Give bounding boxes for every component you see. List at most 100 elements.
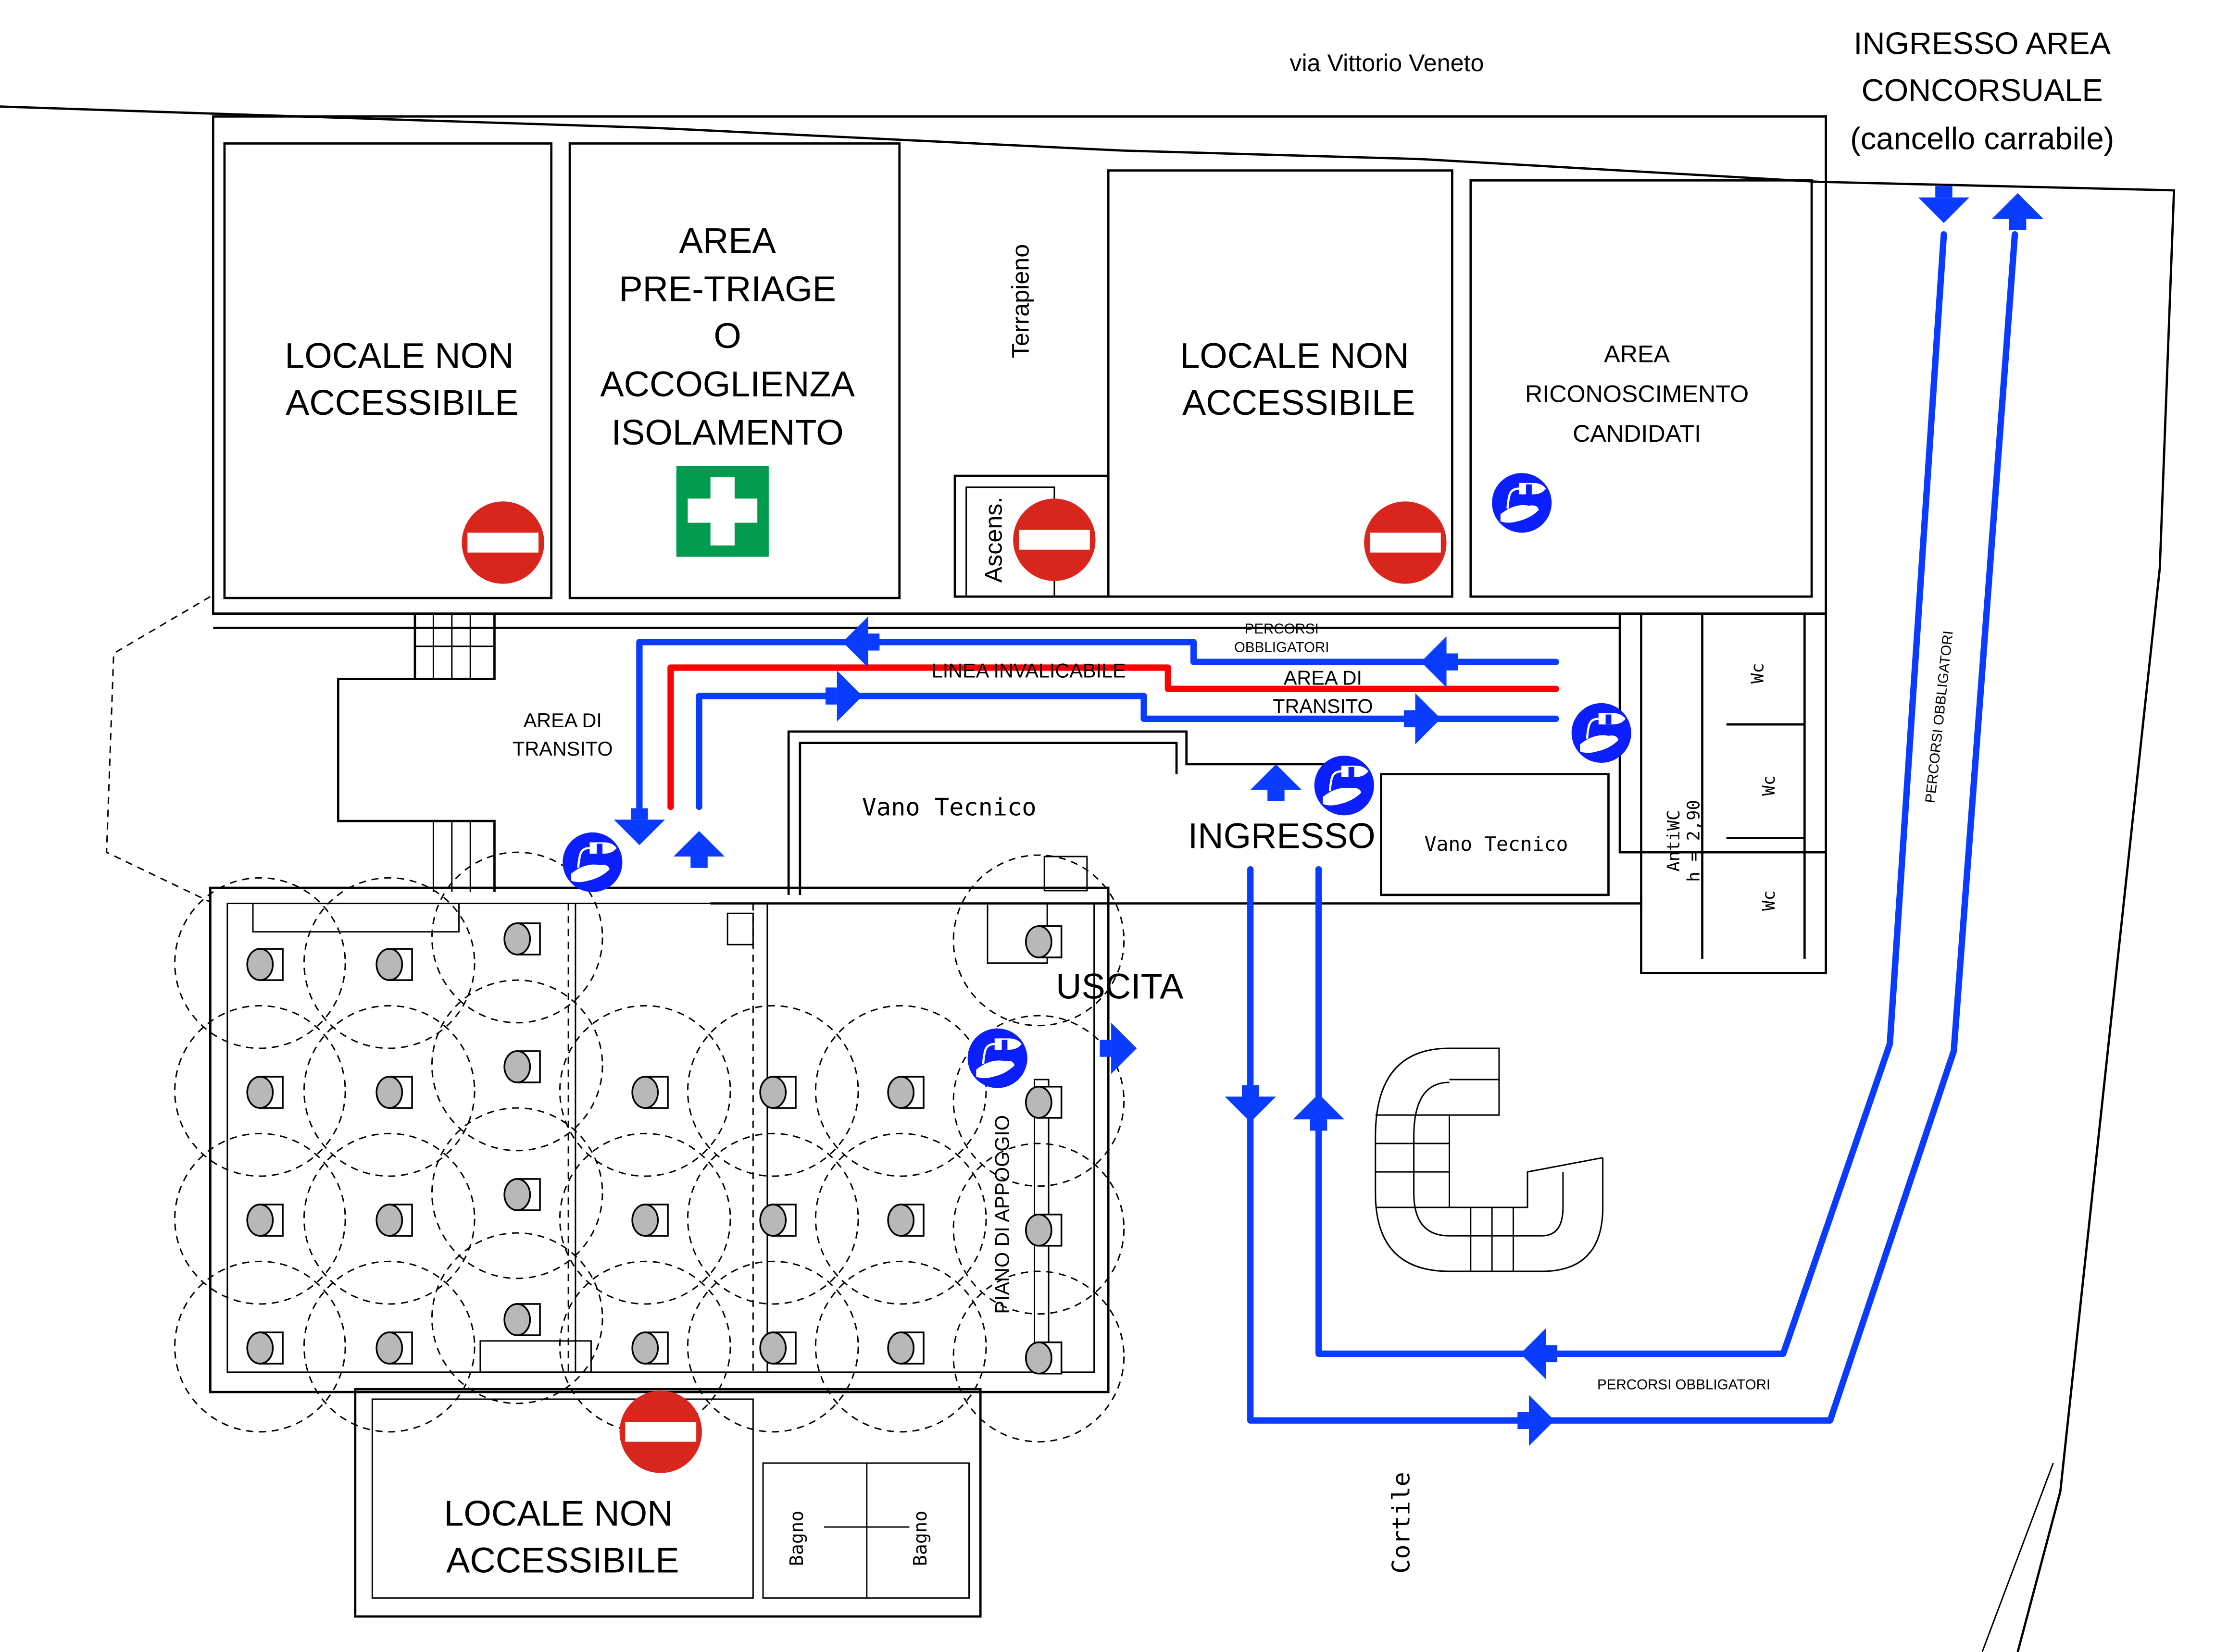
distancing-circle <box>952 1270 1125 1443</box>
hand-sanitizer-icon <box>1492 473 1552 533</box>
candidate-desk <box>246 1204 284 1237</box>
arrow-up-icon <box>673 831 725 868</box>
central-blocks <box>710 730 1641 905</box>
pretriage-label-1: AREA <box>679 221 776 261</box>
barrier-line <box>667 664 1559 810</box>
pretriage-label-2: PRE-TRIAGE <box>619 269 836 309</box>
mandatory-routes <box>636 231 2018 1424</box>
distancing-circle <box>431 851 603 1024</box>
distancing-circle <box>431 979 603 1152</box>
distancing-circle <box>559 1132 731 1305</box>
room-n-label-1: LOCALE NON <box>1180 335 1409 375</box>
transit-center-label-2: TRANSITO <box>1273 696 1373 718</box>
gate-label-3: (cancello carrabile) <box>1850 121 2114 156</box>
bathroom-label-2: Bagno <box>910 1511 931 1566</box>
arrow-left-icon <box>1421 636 1458 688</box>
id-area-label-2: RICONOSCIMENTO <box>1525 380 1749 407</box>
pretriage-label-4: ACCOGLIENZA <box>600 364 855 404</box>
candidate-desk <box>1025 1086 1063 1119</box>
no-entry-icon <box>619 1391 702 1473</box>
hand-sanitizer-icon <box>968 1029 1027 1088</box>
west-stair-block <box>337 613 496 892</box>
route-east-out <box>1247 231 2018 1424</box>
labels: via Vittorio Veneto INGRESSO AREA CONCOR… <box>285 25 2114 1580</box>
elevator-label: Ascens. <box>980 497 1007 583</box>
terrapieno-label: Terrapieno <box>1007 244 1034 358</box>
candidate-desk <box>759 1076 797 1109</box>
distancing-circle <box>814 1260 987 1433</box>
arrow-right-icon <box>1517 1395 1555 1446</box>
pretriage-label-5: ISOLAMENTO <box>612 412 844 452</box>
hand-sanitizer-icon <box>1572 703 1631 763</box>
candidate-desk <box>631 1204 669 1237</box>
distancing-circle <box>687 1260 859 1433</box>
candidate-desk <box>503 1303 541 1336</box>
distancing-circle <box>952 854 1125 1027</box>
route-top-out <box>636 639 1559 810</box>
arrow-right-icon <box>1403 693 1441 745</box>
wc-label-3: Wc <box>1759 890 1779 911</box>
arrow-up-icon <box>1992 193 2043 230</box>
distancing-circle <box>814 1132 987 1305</box>
candidate-desk <box>246 1331 284 1365</box>
routes-top-label-1: PERCORSI <box>1245 621 1319 637</box>
id-area-label-3: CANDIDATI <box>1573 420 1701 447</box>
transit-left-label-1: AREA DI <box>524 709 602 732</box>
barrier-label: LINEA INVALICABILE <box>932 660 1126 682</box>
arrow-up-icon <box>1293 1093 1344 1131</box>
no-entry-icon <box>462 501 544 584</box>
candidate-desk <box>1025 1213 1063 1247</box>
candidate-desk <box>503 1050 541 1083</box>
arrow-right-icon <box>826 670 863 722</box>
route-east-in <box>1315 231 1947 1357</box>
distancing-circle <box>687 1132 859 1305</box>
distancing-circle <box>174 1005 346 1177</box>
candidate-desk <box>246 1076 284 1109</box>
arrow-left-icon <box>842 616 880 668</box>
antiwc-label-1: AntiWC <box>1664 810 1684 871</box>
arrow-down-icon <box>613 808 665 845</box>
candidate-desk <box>376 1076 413 1109</box>
courtyard-stair <box>1375 1047 1604 1272</box>
wc-label-2: Wc <box>1759 775 1779 796</box>
distancing-circle <box>814 1005 987 1177</box>
candidate-desk <box>759 1204 797 1237</box>
room-nw-label-1: LOCALE NON <box>285 335 513 375</box>
routes-bottom-label: PERCORSI OBBLIGATORI <box>1597 1377 1770 1392</box>
distancing-circle <box>431 1232 603 1404</box>
courtyard-label: Cortile <box>1387 1472 1415 1574</box>
exit-label: USCITA <box>1056 967 1184 1006</box>
distancing-circle <box>303 877 476 1049</box>
hand-sanitizer-icon <box>1314 756 1374 815</box>
candidate-desk <box>887 1204 925 1237</box>
distancing-circle <box>559 1005 731 1177</box>
room-s-label-1: LOCALE NON <box>444 1493 673 1533</box>
transit-left-label-2: TRANSITO <box>513 738 613 760</box>
candidate-desk <box>631 1331 669 1365</box>
entrance-label: INGRESSO <box>1188 816 1376 856</box>
south-building <box>354 1388 982 1618</box>
bathroom-label-1: Bagno <box>786 1511 808 1566</box>
room-nw-label-2: ACCESSIBILE <box>286 383 518 422</box>
arrow-right-icon <box>1100 1022 1137 1074</box>
property-boundary <box>0 105 2176 1652</box>
routes-vertical-label: PERCORSI OBBLIGATORI <box>1922 630 1956 804</box>
candidate-desk <box>887 1331 925 1365</box>
street-name: via Vittorio Veneto <box>1289 50 1484 76</box>
tech-room-1-label: Vano Tecnico <box>862 793 1037 821</box>
first-aid-icon <box>676 466 769 557</box>
routes-top-label-2: OBBLIGATORI <box>1234 639 1329 655</box>
arrow-left-icon <box>1520 1328 1558 1379</box>
distancing-circle <box>303 1260 476 1433</box>
candidate-desk <box>503 1178 541 1211</box>
transit-center-label-1: AREA DI <box>1284 667 1362 689</box>
distancing-circle <box>687 1005 859 1177</box>
wc-label-1: Wc <box>1748 663 1768 683</box>
candidate-desk <box>887 1076 925 1109</box>
antiwc-label-2: h = 2,90 <box>1684 800 1704 882</box>
candidate-desk <box>376 1204 413 1237</box>
hand-sanitizer-icon <box>563 832 622 892</box>
arrow-down-icon <box>1225 1085 1276 1122</box>
gate-label-2: CONCORSUALE <box>1862 73 2103 108</box>
distancing-circle <box>174 877 346 1049</box>
